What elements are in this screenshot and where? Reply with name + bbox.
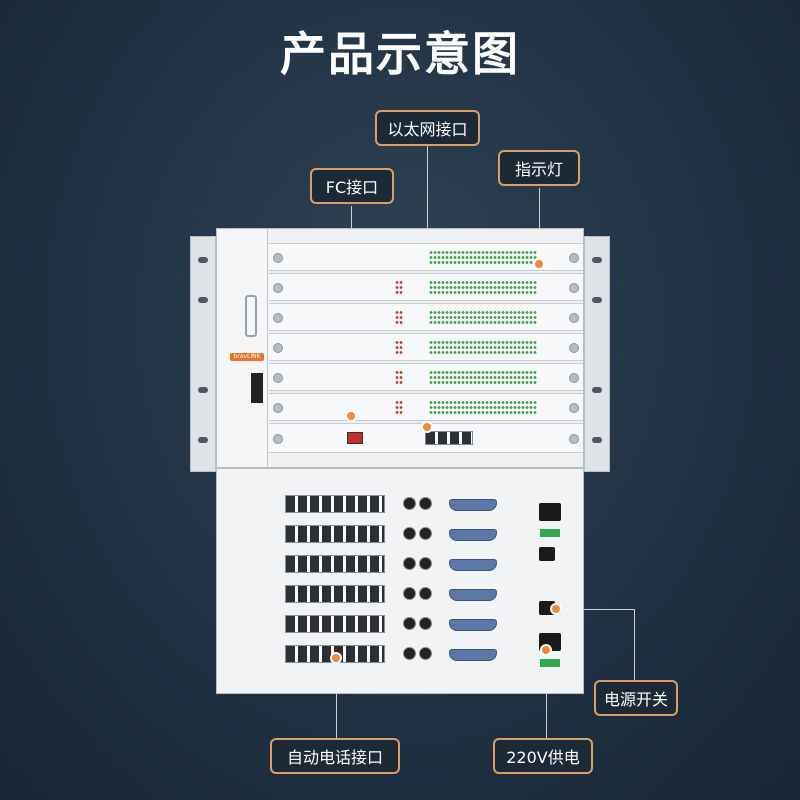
upper-chassis: bravLINK: [216, 228, 584, 468]
ethernet-ports: [425, 431, 473, 445]
power-switch-leader-h: [556, 609, 634, 610]
power-inlet-top: [539, 503, 561, 521]
fc-callout: FC接口: [310, 168, 394, 204]
brand-logo: bravLINK: [230, 353, 264, 361]
handle-icon: [245, 295, 257, 337]
db-connector-1: [449, 499, 497, 511]
power-supply-marker: [540, 644, 552, 656]
phone-callout: 自动电话接口: [270, 738, 400, 774]
phone-port-row-c: [285, 555, 385, 573]
db-connector-4: [449, 589, 497, 601]
power-switch-leader-v: [634, 609, 635, 681]
phone-port-row-d: [285, 585, 385, 603]
page-title: 产品示意图: [280, 27, 520, 81]
db-connector-3: [449, 559, 497, 571]
power-switch-marker: [550, 603, 562, 615]
rocker-switch-top: [539, 547, 555, 561]
device-rack: bravLINK: [190, 228, 610, 694]
card-slot-5: [269, 363, 583, 391]
power-supply-callout: 220V供电: [493, 738, 593, 774]
display-window: [251, 373, 263, 403]
phone-marker: [330, 652, 342, 664]
power-switch-callout: 电源开关: [594, 680, 678, 716]
phone-port-row-e: [285, 615, 385, 633]
phone-port-row-b: [285, 525, 385, 543]
indicator-marker: [533, 258, 545, 270]
ethernet-callout: 以太网接口: [375, 110, 480, 146]
db-connector-2: [449, 529, 497, 541]
lower-chassis: [216, 468, 584, 694]
db-connector-6: [449, 649, 497, 661]
card-slot-3: [269, 303, 583, 331]
left-rack-ear: [190, 236, 216, 472]
terminal-block-top: [540, 529, 560, 537]
indicator-leader-line: [539, 188, 540, 264]
power-supply-leader-line: [546, 650, 547, 738]
card-slot-4: [269, 333, 583, 361]
fc-marker: [345, 410, 357, 422]
fc-port: [347, 432, 363, 444]
phone-leader-line: [336, 658, 337, 738]
right-rack-ear: [584, 236, 610, 472]
indicator-callout: 指示灯: [498, 150, 580, 186]
ethernet-marker: [421, 421, 433, 433]
terminal-block-bottom: [540, 659, 560, 667]
card-slot-6: [269, 393, 583, 421]
card-slot-1: [269, 243, 583, 271]
db-connector-5: [449, 619, 497, 631]
card-slot-2: [269, 273, 583, 301]
phone-port-row-a: [285, 495, 385, 513]
left-control-panel: bravLINK: [217, 229, 268, 467]
